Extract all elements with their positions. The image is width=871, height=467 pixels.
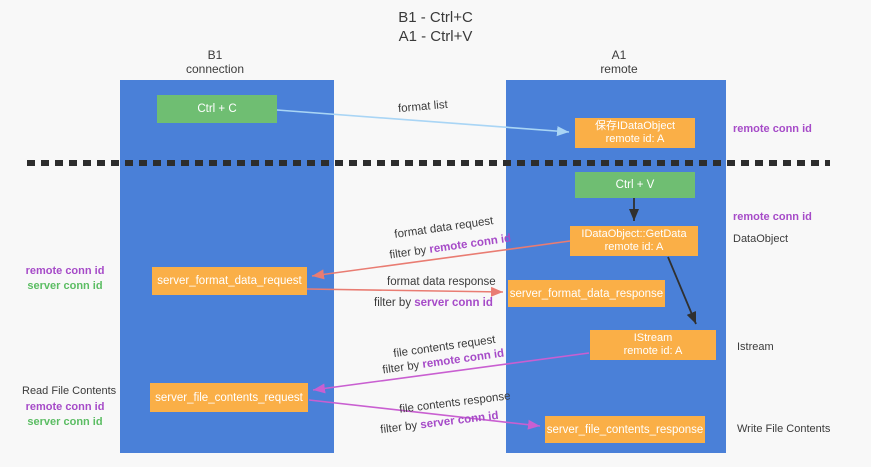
node-file-request-label: server_file_contents_request [155,391,303,404]
node-istream: IStream remote id: A [590,330,716,360]
label-format-data-response: format data response [387,276,496,288]
node-server-file-contents-response: server_file_contents_response [545,416,705,443]
title-line-1: B1 - Ctrl+C [398,9,473,26]
filter-prefix: filter by [374,297,415,309]
node-ctrl-c: Ctrl + C [157,95,277,123]
lane-header-a1: A1 remote [559,48,679,76]
label-read-file-contents: Read File Contents [22,385,117,397]
node-server-file-contents-request: server_file_contents_request [150,383,308,412]
label-remote-conn-id-mid-left: remote conn id [25,265,105,277]
lane-a1-role: remote [600,62,638,76]
label-istream: Istream [737,341,774,353]
node-server-format-data-request: server_format_data_request [152,267,307,295]
arrow-format-data-response [306,286,504,297]
remote-conn-id-text: remote conn id [428,232,512,256]
filter-prefix: filter by [388,243,431,262]
node-format-request-label: server_format_data_request [157,275,302,287]
node-idataobject-getdata: IDataObject::GetData remote id: A [570,226,698,256]
server-conn-id-text: server conn id [414,297,493,309]
label-filter-by-server-conn-id-1: filter by server conn id [374,297,493,309]
node-format-response-label: server_format_data_response [509,287,664,300]
node-istream-title: IStream [633,332,673,344]
node-ctrl-v: Ctrl + V [575,172,695,198]
filter-prefix: filter by [379,419,422,437]
label-group-conn-ids-mid-left: remote conn id server conn id [20,264,110,294]
lane-b1-name: B1 [207,48,223,62]
node-getdata-title: IDataObject::GetData [581,228,687,240]
label-filter-by-server-conn-id-2: filter by server conn id [380,410,499,436]
lane-header-b1: B1 connection [155,48,275,76]
node-getdata-remote-id: remote id: A [604,241,664,253]
node-ctrl-c-label: Ctrl + C [197,103,237,115]
node-file-response-label: server_file_contents_response [546,423,704,436]
label-remote-conn-id-top-right: remote conn id [733,123,812,135]
node-istream-remote-id: remote id: A [623,345,683,357]
node-save-idataobject: 保存IDataObject remote id: A [575,118,695,148]
label-remote-conn-id-bottom-left: remote conn id [25,401,105,413]
lane-a1-name: A1 [611,48,627,62]
node-server-format-data-response: server_format_data_response [508,280,665,307]
lane-b1-role: connection [185,62,245,76]
node-ctrl-v-label: Ctrl + V [615,179,655,191]
diagram-title: B1 - Ctrl+C A1 - Ctrl+V [0,8,871,46]
label-remote-conn-id-mid-right: remote conn id [733,211,812,223]
server-conn-id-text: server conn id [419,409,500,432]
node-save-idataobject-title: 保存IDataObject [594,120,676,132]
label-dataobject: DataObject [733,233,789,245]
label-group-conn-ids-bottom-left: remote conn id server conn id [20,400,110,430]
label-server-conn-id-bottom-left: server conn id [27,416,103,428]
label-write-file-contents: Write File Contents [737,423,831,435]
label-format-list: format list [397,98,449,116]
filter-prefix: filter by [381,358,424,377]
node-save-idataobject-remote-id: remote id: A [605,133,665,145]
phase-separator-dashed-line [27,160,830,166]
label-server-conn-id-mid-left: server conn id [27,280,103,292]
title-line-2: A1 - Ctrl+V [398,28,473,45]
